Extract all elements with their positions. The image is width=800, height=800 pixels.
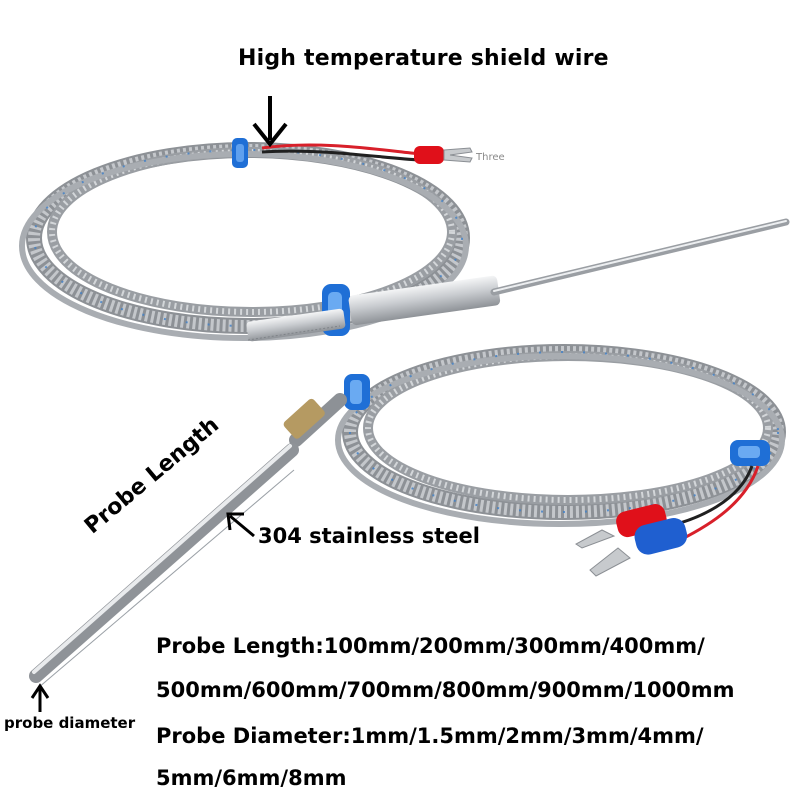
probe-diameter-label: probe diameter <box>4 714 136 732</box>
probe-length-dimension <box>37 468 295 690</box>
three-tag-text: Three <box>475 152 505 163</box>
blue-tie-right <box>730 440 770 466</box>
diameter-options-line2: 5mm/6mm/8mm <box>156 766 347 790</box>
steel-arrow-icon <box>226 512 255 538</box>
top-red-wire <box>261 143 421 156</box>
bottom-probe <box>29 393 347 683</box>
blue-tie-top <box>232 138 248 168</box>
blue-tie-left <box>344 374 370 410</box>
length-options-line2: 500mm/600mm/700mm/800mm/900mm/1000mm <box>156 678 735 702</box>
bottom-red-wire <box>679 465 760 542</box>
bottom-sensor-coil <box>335 344 786 527</box>
top-terminal <box>414 146 473 164</box>
diameter-arrow-icon <box>30 683 50 712</box>
length-options-line1: Probe Length:100mm/200mm/300mm/400mm/ <box>156 634 705 658</box>
title-label: High temperature shield wire <box>238 46 609 71</box>
down-arrow-icon <box>252 96 288 148</box>
diameter-options-line1: Probe Diameter:1mm/1.5mm/2mm/3mm/4mm/ <box>156 724 704 748</box>
material-label: 304 stainless steel <box>258 524 480 548</box>
top-probe <box>246 218 790 342</box>
top-black-wire <box>261 149 421 162</box>
bottom-blue-terminal <box>589 517 688 577</box>
